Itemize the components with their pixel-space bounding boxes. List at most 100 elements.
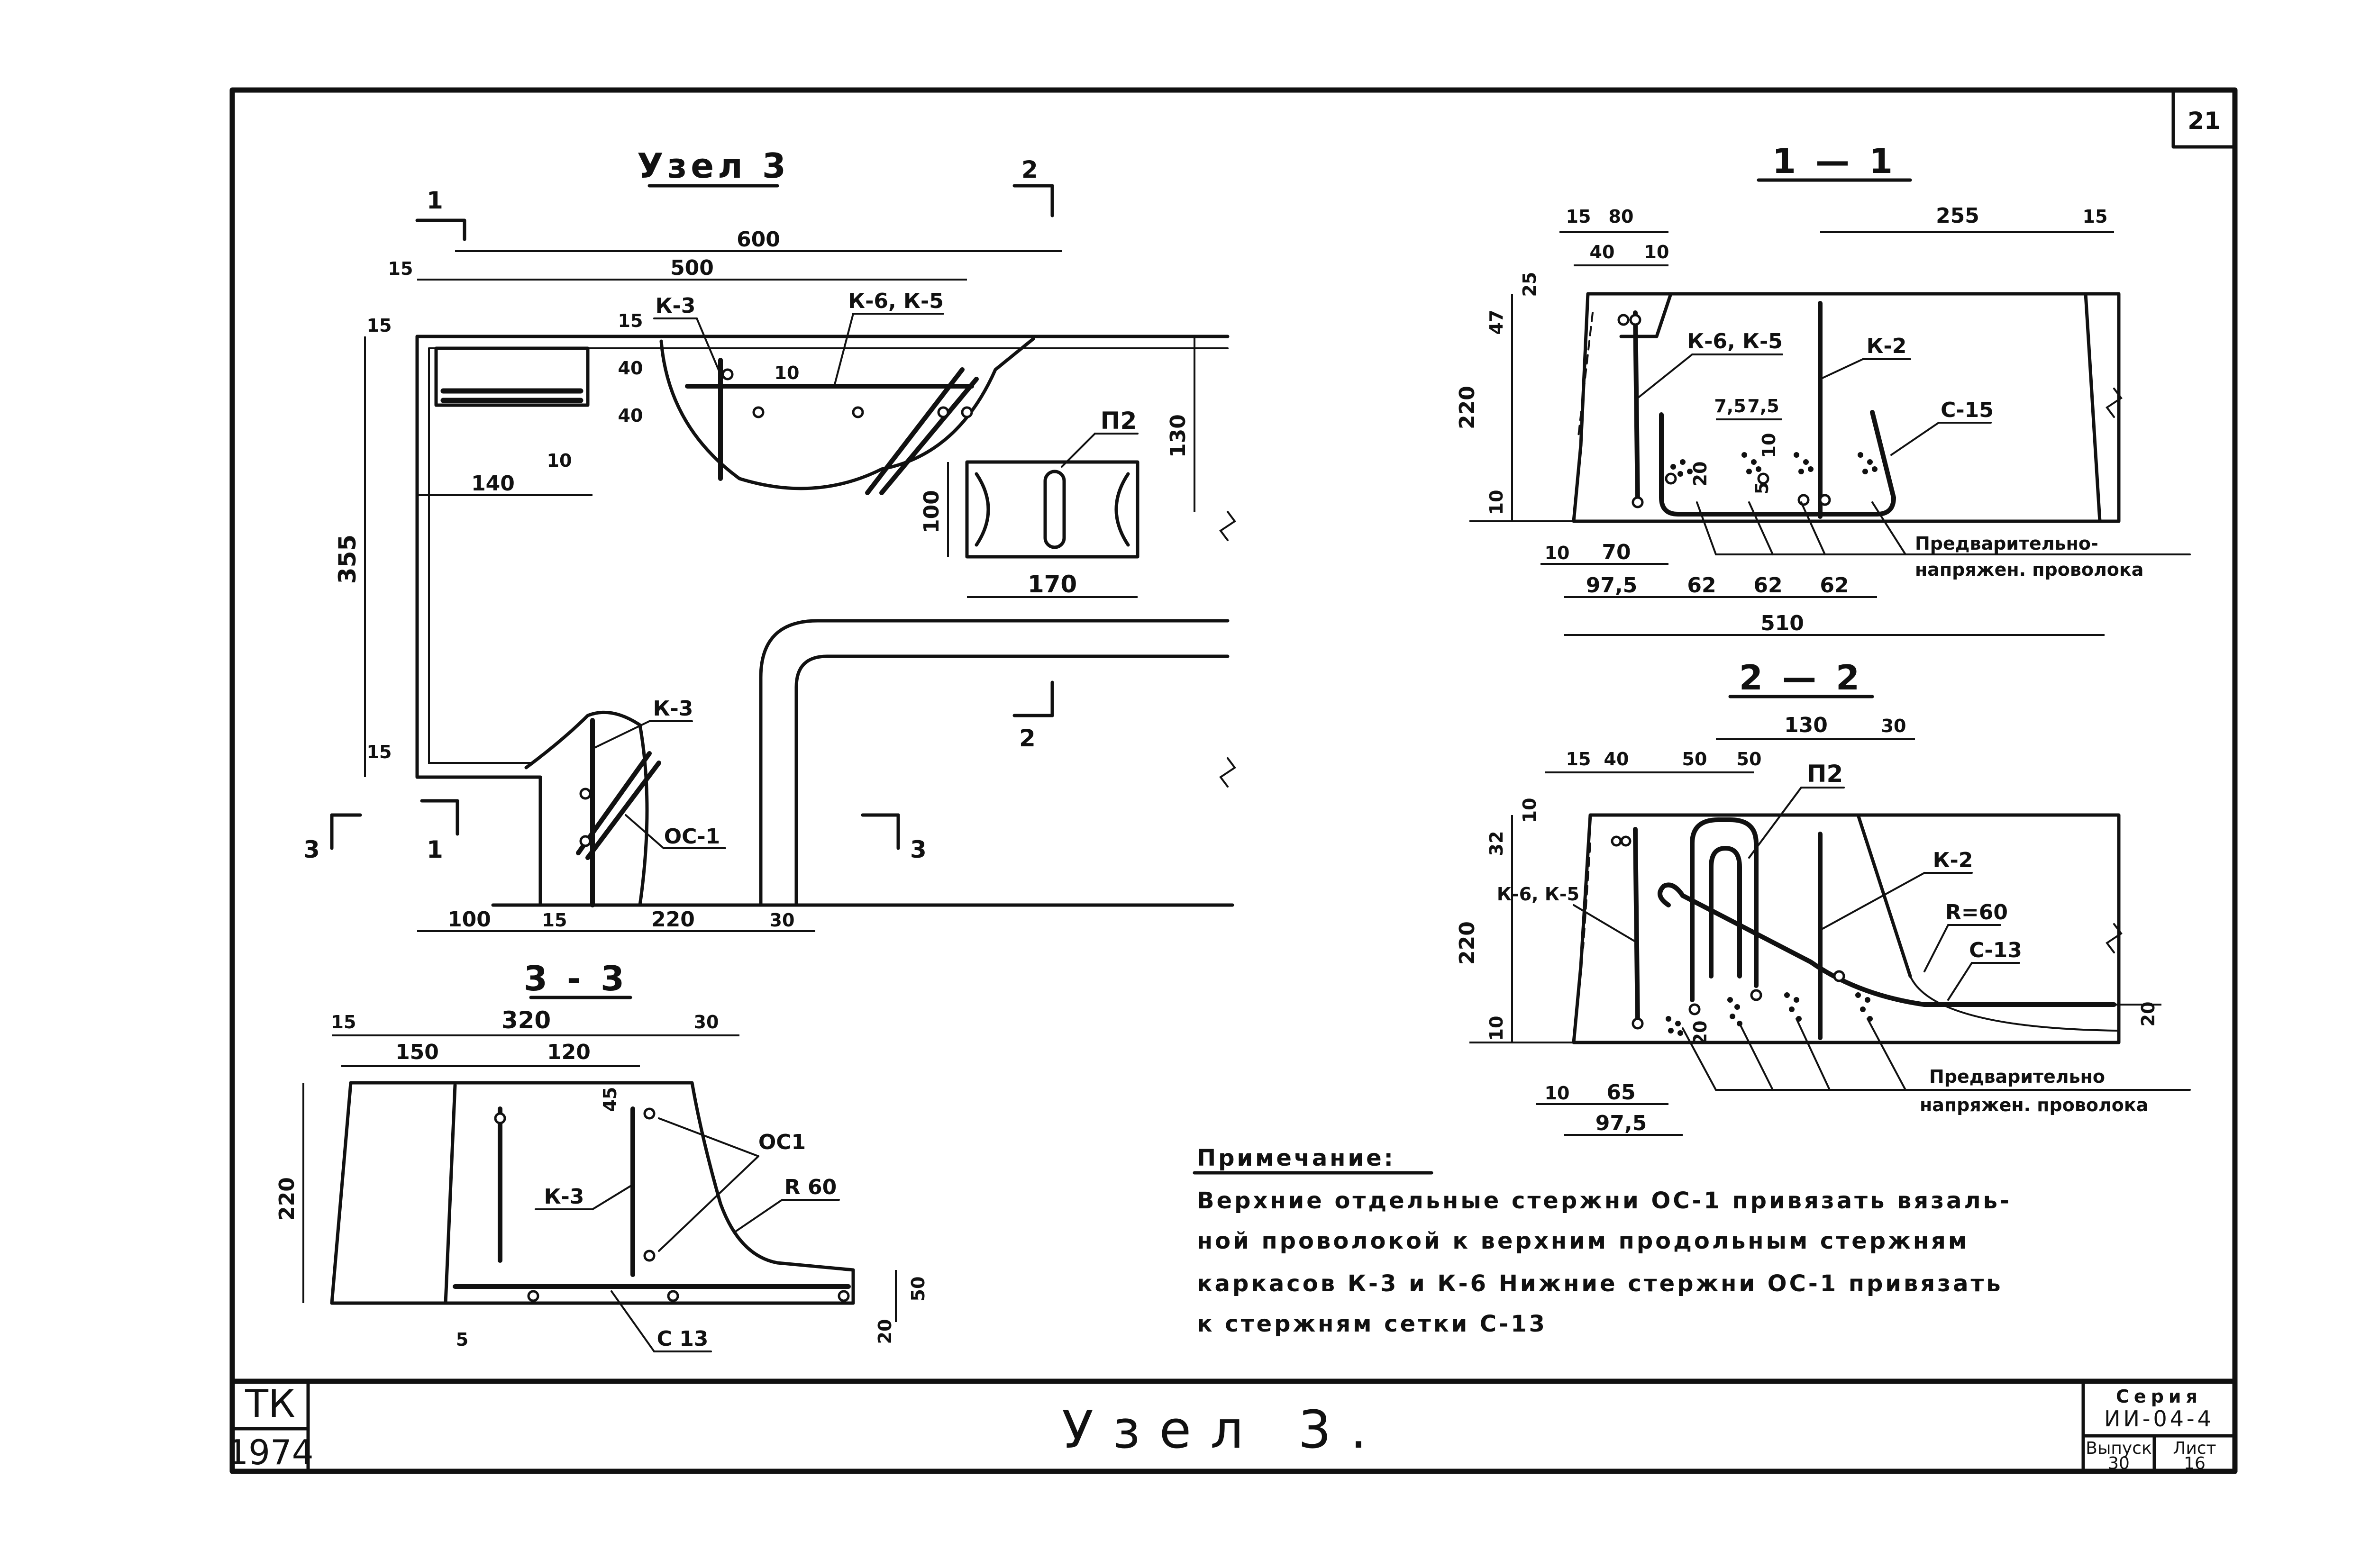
s33-dim-45: 45	[600, 1087, 620, 1112]
s11-dim-20: 20	[1690, 462, 1711, 487]
s11-dim-255: 255	[1936, 204, 1979, 228]
s11-dim-7-5-b: 7,5	[1747, 396, 1779, 417]
s22-dim-220: 220	[1455, 921, 1479, 965]
node-dim-15-c: 15	[618, 310, 643, 331]
sheet-number: 21	[2188, 107, 2221, 135]
s33-label-r60: R 60	[784, 1175, 837, 1199]
s11-dim-10-d: 10	[1545, 543, 1570, 563]
s11-label-k6-k5: К-6, К-5	[1687, 329, 1783, 353]
note-line-1: Верхние отдельные стержни ОС-1 привязать…	[1197, 1187, 2012, 1214]
s11-dim-62-a: 62	[1687, 573, 1716, 598]
s11-callout-line2: напряжен. проволока	[1915, 559, 2143, 580]
s22-callout-leader-4	[1867, 1018, 1906, 1091]
s22-label-k2: К-2	[1933, 848, 1973, 872]
section-2-2-title: 2 — 2	[1739, 658, 1863, 698]
title-block-series-label: Серия	[2116, 1386, 2202, 1407]
s11-dim-220: 220	[1455, 386, 1479, 429]
s22-dim-50-a: 50	[1682, 749, 1707, 770]
title-block-issue-label: Выпуск	[2086, 1439, 2152, 1458]
s22-callout-leader-3	[1796, 1018, 1831, 1091]
section-1-1-title: 1 — 1	[1772, 141, 1896, 181]
node-dim-40-b: 40	[618, 405, 643, 426]
node-dim-500: 500	[670, 256, 714, 280]
node-view: Узел 3	[330, 146, 1236, 907]
node-dim-15-b: 15	[367, 315, 392, 336]
s22-dim-130: 130	[1784, 713, 1828, 737]
s11-dim-15: 15	[1566, 206, 1591, 227]
s22-label-k6-k5: К-6, К-5	[1497, 884, 1579, 905]
node-label-oc1: ОС-1	[664, 825, 720, 849]
s22-callout-line1: Предварительно	[1929, 1066, 2105, 1087]
s22-dim-97-5: 97,5	[1595, 1111, 1647, 1135]
s33-dim-50: 50	[908, 1277, 929, 1302]
note-line-4: к стержням сетки С-13	[1197, 1311, 1547, 1337]
s11-dim-10-b: 10	[1486, 490, 1507, 515]
s11-dim-10-c: 10	[1759, 433, 1779, 458]
s33-dim-220: 220	[275, 1177, 299, 1221]
node-label-p2: П2	[1101, 407, 1137, 435]
section-1-1: 1 — 1	[1469, 141, 2123, 636]
node-dim-130: 130	[1166, 414, 1190, 458]
s11-dim-80: 80	[1609, 206, 1634, 227]
s33-dim-30: 30	[694, 1012, 719, 1033]
node-section-mark-3-right: 3	[910, 836, 927, 863]
section-3-3-title: 3 - 3	[524, 959, 628, 998]
node-dim-100-b: 100	[447, 907, 491, 932]
s11-dim-47: 47	[1486, 310, 1507, 335]
node-dim-15-e: 15	[542, 910, 567, 931]
s11-dim-7-5-a: 7,5	[1714, 396, 1746, 417]
s33-dim-5: 5	[456, 1329, 468, 1350]
s22-dim-32: 32	[1486, 831, 1507, 856]
node-label-k6-k5: К-6, К-5	[848, 289, 944, 313]
s22-callout-line2: напряжен. проволока	[1920, 1095, 2148, 1115]
s22-dim-30: 30	[1881, 716, 1906, 736]
s33-label-k3: К-3	[544, 1185, 584, 1209]
node-section-mark-1-bottom: 1	[427, 836, 443, 863]
drawing-frame	[229, 87, 2238, 1474]
note-heading: Примечание:	[1197, 1145, 1395, 1171]
s33-dim-120: 120	[547, 1040, 591, 1064]
node-section-mark-3-left: 3	[303, 836, 320, 863]
node-section-mark-2-top: 2	[1021, 156, 1038, 183]
s22-dim-40: 40	[1604, 749, 1629, 770]
node-label-k3-top: К-3	[656, 294, 696, 318]
s11-callout-leader-3	[1800, 501, 1826, 555]
section-2-2: 2 — 2	[1469, 658, 2161, 1136]
title-block-year: 1974	[227, 1432, 313, 1472]
s33-label-c13: С 13	[657, 1327, 709, 1351]
section-3-3: 3 - 3	[302, 959, 897, 1322]
s22-dim-20-b: 20	[2138, 1002, 2159, 1027]
s22-dim-20-a: 20	[1690, 1021, 1711, 1046]
s22-label-c13: С-13	[1969, 938, 2022, 962]
title-block-issue-value: 30	[2108, 1454, 2130, 1473]
s11-dim-15-b: 15	[2083, 206, 2108, 227]
s33-dim-150: 150	[395, 1040, 439, 1064]
node-section-mark-2-bottom: 2	[1019, 725, 1036, 752]
node-dim-140: 140	[471, 471, 515, 496]
s22-dim-65: 65	[1606, 1080, 1635, 1105]
s22-dim-10-c: 10	[1545, 1083, 1570, 1104]
s33-dim-20: 20	[875, 1319, 895, 1344]
node-dim-355: 355	[334, 535, 361, 584]
node-section-mark-1-top: 1	[427, 187, 443, 214]
title-block-series-value: ИИ-04-4	[2104, 1406, 2214, 1432]
s11-dim-97-5: 97,5	[1586, 573, 1638, 598]
node-dim-10-b: 10	[547, 450, 572, 471]
s11-callout-leader-4	[1871, 501, 1906, 555]
node-dim-15-a: 15	[388, 258, 413, 279]
s22-callout-leader-2	[1739, 1023, 1774, 1091]
s22-label-p2: П2	[1807, 760, 1843, 788]
s11-dim-62-b: 62	[1753, 573, 1782, 598]
s11-callout-leader-2	[1748, 501, 1774, 555]
s11-dim-70: 70	[1602, 540, 1631, 564]
s11-dim-25: 25	[1519, 272, 1540, 297]
s11-dim-10: 10	[1644, 242, 1669, 263]
title-block-sheet-value: 16	[2184, 1454, 2206, 1473]
node-dim-15-d: 15	[367, 742, 392, 762]
node-view-title: Узел 3	[637, 146, 790, 186]
title-block-sheet-label: Лист	[2173, 1439, 2216, 1458]
s11-dim-5: 5	[1751, 482, 1772, 494]
s22-dim-15: 15	[1566, 749, 1591, 770]
